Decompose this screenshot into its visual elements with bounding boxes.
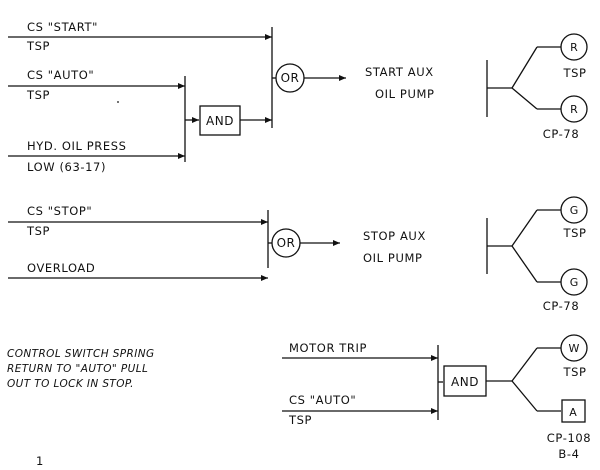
green-light-icon — [560, 268, 588, 296]
indicator-branch-upper — [511, 347, 538, 382]
output-label-line1: START AUX — [365, 65, 434, 79]
input-label-cs-stop: CS "STOP" — [27, 204, 92, 218]
input-sublabel-tsp: TSP — [26, 88, 50, 102]
input-label-cs-auto: CS "AUTO" — [289, 393, 356, 407]
or-gate-label: OR — [281, 71, 300, 85]
green-light-letter: G — [570, 204, 579, 217]
note-line-2: RETURN TO "AUTO" PULL — [7, 363, 148, 375]
red-light-icon — [560, 95, 588, 123]
annunciator-letter: A — [569, 406, 577, 419]
indicator-branch-upper — [511, 46, 538, 89]
red-light-icon — [560, 33, 588, 61]
annunciator-window-icon — [561, 399, 586, 423]
indicator-label-tsp: TSP — [562, 66, 586, 80]
input-label-cs-auto: CS "AUTO" — [27, 68, 94, 82]
page-number: 1 — [36, 454, 44, 468]
input-label-motor-trip: MOTOR TRIP — [289, 341, 367, 355]
white-light-icon — [560, 334, 588, 362]
indicator-label-cp-78: CP-78 — [543, 299, 580, 313]
note-line-3: OUT TO LOCK IN STOP. — [7, 378, 134, 390]
indicator-branch-lower — [511, 245, 538, 283]
and-gate — [443, 365, 487, 397]
and-gate-label: AND — [451, 375, 479, 389]
indicator-branch-lower — [511, 380, 538, 412]
green-light-letter: G — [570, 276, 579, 289]
green-light-icon — [560, 196, 588, 224]
output-label-line2: OIL PUMP — [363, 251, 423, 265]
or-gate-label: OR — [277, 236, 296, 250]
start-logic-section: CS "START" TSP CS "AUTO" TSP HYD. OIL PR… — [8, 20, 588, 174]
indicator-label-tsp: TSP — [562, 226, 586, 240]
input-sublabel-tsp: TSP — [26, 39, 50, 53]
red-light-letter: R — [570, 41, 578, 54]
indicator-label-b-4: B-4 — [558, 447, 579, 461]
indicator-label-cp-78: CP-78 — [543, 127, 580, 141]
motor-trip-section: CONTROL SWITCH SPRING RETURN TO "AUTO" P… — [7, 334, 591, 461]
input-sublabel-tsp: TSP — [288, 413, 312, 427]
and-gate-label: AND — [206, 114, 234, 128]
stop-logic-section: CS "STOP" TSP OVERLOAD OR STOP AUX OIL P… — [8, 196, 588, 313]
indicator-branch-upper — [511, 209, 538, 247]
output-label-line2: OIL PUMP — [375, 87, 435, 101]
indicator-branch-lower — [511, 87, 538, 110]
indicator-label-cp-108: CP-108 — [547, 431, 591, 445]
indicator-label-tsp: TSP — [562, 365, 586, 379]
input-sublabel-tsp: TSP — [26, 224, 50, 238]
input-sublabel-low-63-17: LOW (63-17) — [27, 160, 106, 174]
input-label-cs-start: CS "START" — [27, 20, 98, 34]
white-light-letter: W — [569, 342, 580, 355]
stray-dot — [117, 101, 119, 103]
note-line-1: CONTROL SWITCH SPRING — [7, 348, 155, 360]
output-label-line1: STOP AUX — [363, 229, 426, 243]
input-label-hyd-oil-press: HYD. OIL PRESS — [27, 139, 127, 153]
input-label-overload: OVERLOAD — [27, 261, 95, 275]
red-light-letter: R — [570, 103, 578, 116]
